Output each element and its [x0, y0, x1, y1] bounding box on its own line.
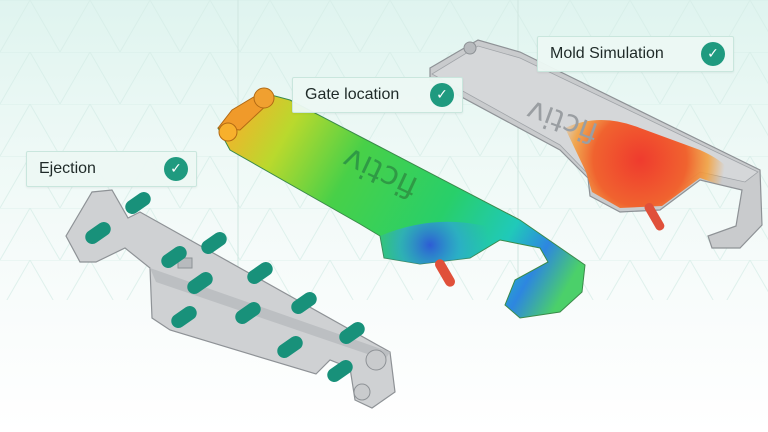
ejector-pin-icon [291, 291, 317, 315]
ejector-pin-icon [339, 321, 365, 345]
ejector-pin-icon [247, 261, 273, 285]
ejector-pin-icon [161, 245, 187, 269]
gate-marker-icon [435, 259, 455, 287]
gate-location-label-text: Gate location [305, 86, 400, 103]
ejector-pin-icon [171, 305, 197, 329]
gate-marker-icon [644, 202, 665, 231]
mold-simulation-label: Mold Simulation ✓ [537, 36, 734, 72]
ejection-part [65, 189, 396, 409]
ejector-pin-icon [201, 231, 227, 255]
ejector-pins [85, 191, 365, 383]
ejector-pin-icon [327, 359, 353, 383]
ejection-label: Ejection ✓ [26, 151, 197, 187]
ejector-pin-icon [235, 301, 261, 325]
gate-location-label: Gate location ✓ [292, 77, 463, 113]
mold-simulation-label-text: Mold Simulation [550, 45, 664, 62]
ejector-pin-icon [85, 221, 111, 245]
check-icon: ✓ [701, 42, 725, 66]
ejection-label-text: Ejection [39, 160, 96, 177]
ejector-pin-icon [187, 271, 213, 295]
ejector-pin-icon [277, 335, 303, 359]
check-icon: ✓ [430, 83, 454, 107]
check-icon: ✓ [164, 157, 188, 181]
ejector-pin-icon [125, 191, 151, 215]
